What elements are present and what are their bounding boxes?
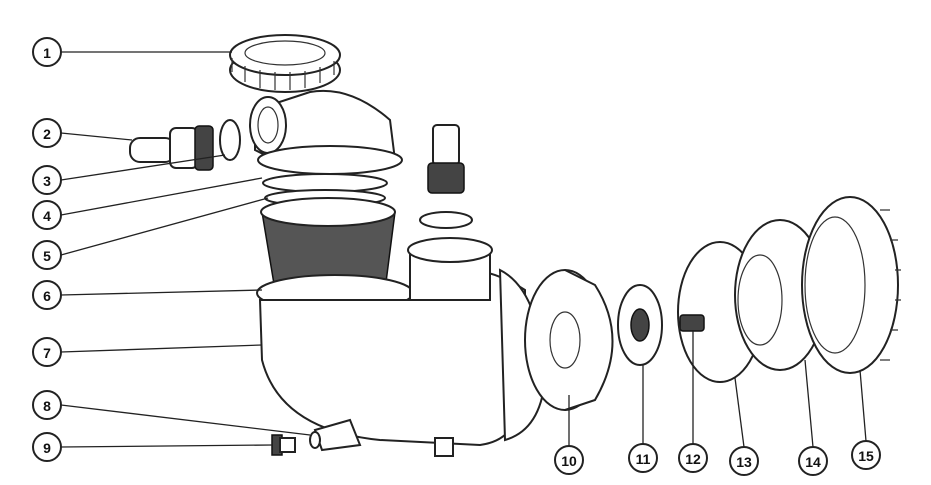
- callout-number: 4: [43, 208, 51, 224]
- callout-number: 10: [561, 453, 577, 469]
- callout-circle: [798, 446, 828, 476]
- callout-14: 14: [798, 446, 828, 476]
- part-shaft-seal: [679, 314, 705, 332]
- callout-circle: [729, 446, 759, 476]
- part-impeller: [617, 284, 663, 366]
- callout-number: 7: [43, 345, 51, 361]
- callout-number: 12: [685, 451, 701, 467]
- callout-circle: [628, 443, 658, 473]
- callout-8: 8: [32, 390, 62, 420]
- callout-5: 5: [32, 240, 62, 270]
- part-oring-3: [219, 119, 241, 161]
- callout-circle: [32, 337, 62, 367]
- part-oring-8: [309, 431, 321, 449]
- callout-circle: [32, 37, 62, 67]
- callout-10: 10: [554, 445, 584, 475]
- part-drain-fitting: [419, 124, 473, 229]
- part-diffuser: [524, 269, 614, 411]
- callout-number: 14: [805, 454, 821, 470]
- part-drain-plug: [271, 434, 296, 456]
- callout-number: 5: [43, 248, 51, 264]
- callout-number: 3: [43, 173, 51, 189]
- callout-number: 9: [43, 440, 51, 456]
- part-pump-housing: [256, 237, 547, 457]
- callout-7: 7: [32, 337, 62, 367]
- callout-number: 2: [43, 126, 51, 142]
- callout-number: 8: [43, 398, 51, 414]
- callout-circle: [32, 390, 62, 420]
- callout-number: 15: [858, 448, 874, 464]
- callout-number: 11: [636, 451, 651, 467]
- callout-circle: [554, 445, 584, 475]
- callout-13: 13: [729, 446, 759, 476]
- callout-4: 4: [32, 200, 62, 230]
- callout-12: 12: [678, 443, 708, 473]
- callout-9: 9: [32, 432, 62, 462]
- callout-15: 15: [851, 440, 881, 470]
- callout-circle: [32, 165, 62, 195]
- part-strainer-cover: [249, 89, 403, 175]
- callout-circle: [32, 240, 62, 270]
- callout-number: 1: [43, 45, 51, 61]
- callout-circle: [678, 443, 708, 473]
- callout-circle: [851, 440, 881, 470]
- callout-1: 1: [32, 37, 62, 67]
- callout-circle: [32, 432, 62, 462]
- callout-circle: [32, 200, 62, 230]
- part-hose-fitting: [129, 125, 214, 171]
- callout-circle: [32, 280, 62, 310]
- callout-circle: [32, 118, 62, 148]
- part-lid-ring: [229, 34, 341, 93]
- callout-11: 11: [628, 443, 658, 473]
- callout-6: 6: [32, 280, 62, 310]
- callout-3: 3: [32, 165, 62, 195]
- callout-2: 2: [32, 118, 62, 148]
- part-union-nut: [801, 196, 901, 374]
- callout-number: 13: [736, 454, 752, 470]
- callout-number: 6: [43, 288, 51, 304]
- leader-lines: [60, 51, 867, 448]
